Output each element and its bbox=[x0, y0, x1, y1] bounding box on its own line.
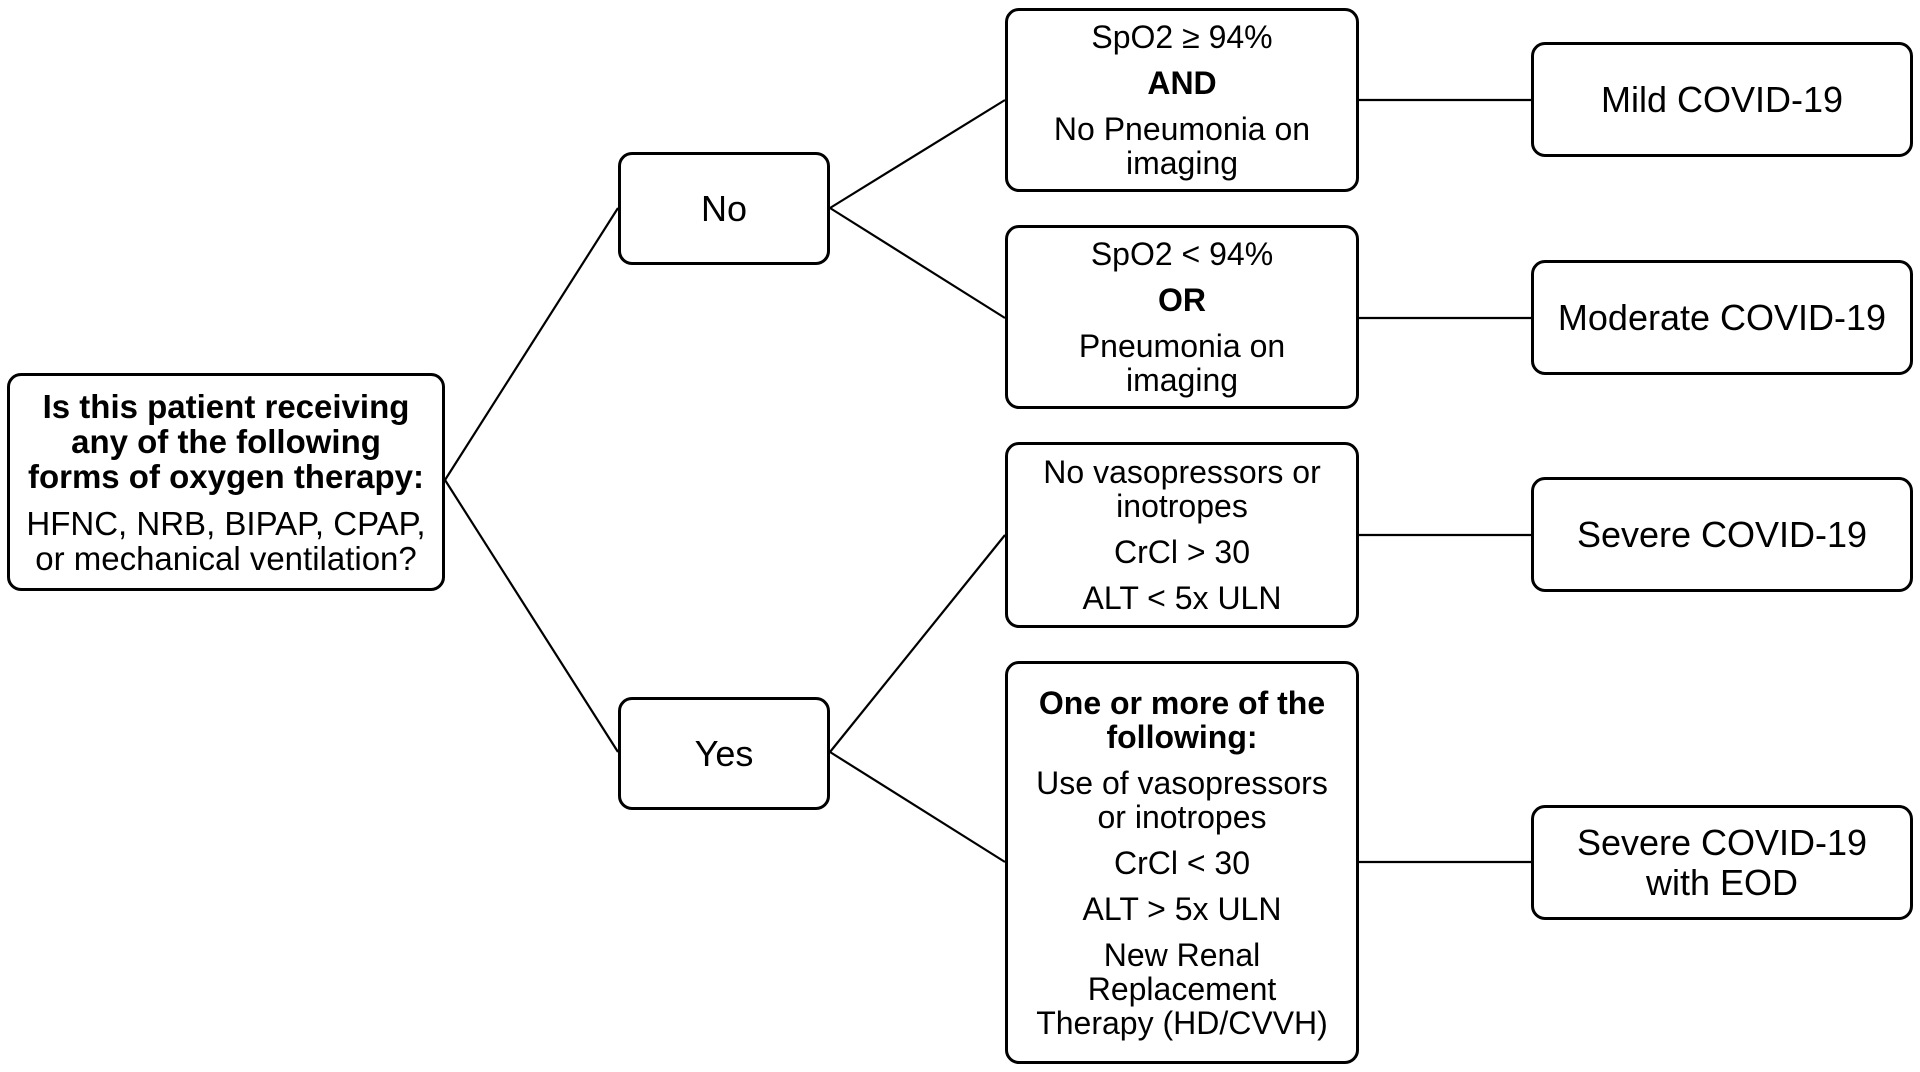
moderate-criteria-box: SpO2 < 94% OR Pneumonia on imaging bbox=[1005, 225, 1359, 409]
outcome-mild-box: Mild COVID-19 bbox=[1531, 42, 1913, 157]
eod-criteria-heading-line-1: One or more of the bbox=[1038, 684, 1326, 721]
edge-yes-to-eod-criteria bbox=[829, 751, 1006, 863]
question-line-1: HFNC, NRB, BIPAP, CPAP, bbox=[26, 504, 426, 542]
answer-yes-label: Yes bbox=[694, 732, 754, 774]
eod-criteria-alt: ALT > 5x ULN bbox=[1082, 890, 1282, 927]
mild-criteria-spo2: SpO2 ≥ 94% bbox=[1091, 19, 1273, 55]
severe-criteria-vasopressors-line-1: No vasopressors or bbox=[1043, 454, 1321, 490]
outcome-severe-box: Severe COVID-19 bbox=[1531, 477, 1913, 592]
outcome-moderate-label: Moderate COVID-19 bbox=[1557, 296, 1887, 338]
moderate-criteria-or: OR bbox=[1158, 282, 1206, 318]
question-box: Is this patient receiving any of the fol… bbox=[7, 373, 445, 591]
severe-criteria-alt: ALT < 5x ULN bbox=[1082, 580, 1282, 616]
edge-no-to-moderate-criteria bbox=[829, 207, 1006, 319]
moderate-criteria-spo2: SpO2 < 94% bbox=[1090, 236, 1274, 272]
edge-yes-to-severe-criteria bbox=[829, 534, 1006, 753]
mild-criteria-pneumonia-line-1: No Pneumonia on bbox=[1053, 111, 1311, 147]
edge-question-to-yes bbox=[444, 479, 619, 753]
severe-criteria-crcl: CrCl > 30 bbox=[1113, 534, 1251, 570]
mild-criteria-and: AND bbox=[1147, 65, 1217, 101]
eod-criteria-crcl: CrCl < 30 bbox=[1113, 844, 1251, 881]
severe-criteria-box: No vasopressors or inotropes CrCl > 30 A… bbox=[1005, 442, 1359, 628]
severe-criteria-vasopressors-line-2: inotropes bbox=[1116, 488, 1248, 524]
question-bold-line-2: any of the following bbox=[71, 422, 381, 460]
eod-criteria-box: One or more of the following: Use of vas… bbox=[1005, 661, 1359, 1064]
outcome-moderate-box: Moderate COVID-19 bbox=[1531, 260, 1913, 375]
eod-criteria-rrt-line-3: Therapy (HD/CVVH) bbox=[1036, 1004, 1328, 1041]
outcome-severe-eod-line-2: with EOD bbox=[1645, 861, 1799, 903]
edge-no-to-mild-criteria bbox=[829, 99, 1006, 209]
question-line-2: or mechanical ventilation? bbox=[35, 539, 417, 577]
mild-criteria-pneumonia-line-2: imaging bbox=[1125, 145, 1239, 181]
outcome-severe-eod-box: Severe COVID-19 with EOD bbox=[1531, 805, 1913, 920]
moderate-criteria-pneumonia-line-1: Pneumonia on bbox=[1078, 328, 1286, 364]
eod-criteria-vasopressors-line-1: Use of vasopressors bbox=[1036, 764, 1328, 801]
outcome-mild-label: Mild COVID-19 bbox=[1600, 78, 1844, 120]
eod-criteria-vasopressors-line-2: or inotropes bbox=[1097, 798, 1267, 835]
moderate-criteria-pneumonia-line-2: imaging bbox=[1125, 362, 1239, 398]
question-bold-line-3: forms of oxygen therapy: bbox=[27, 457, 425, 495]
question-bold-line-1: Is this patient receiving bbox=[42, 387, 410, 425]
answer-yes-box: Yes bbox=[618, 697, 830, 810]
edge-question-to-no bbox=[444, 207, 619, 481]
outcome-severe-label: Severe COVID-19 bbox=[1576, 513, 1868, 555]
eod-criteria-rrt-line-1: New Renal bbox=[1103, 936, 1261, 973]
eod-criteria-rrt-line-2: Replacement bbox=[1087, 970, 1277, 1007]
answer-no-label: No bbox=[700, 187, 748, 229]
mild-criteria-box: SpO2 ≥ 94% AND No Pneumonia on imaging bbox=[1005, 8, 1359, 192]
eod-criteria-heading-line-2: following: bbox=[1106, 718, 1258, 755]
answer-no-box: No bbox=[618, 152, 830, 265]
outcome-severe-eod-line-1: Severe COVID-19 bbox=[1576, 821, 1868, 863]
